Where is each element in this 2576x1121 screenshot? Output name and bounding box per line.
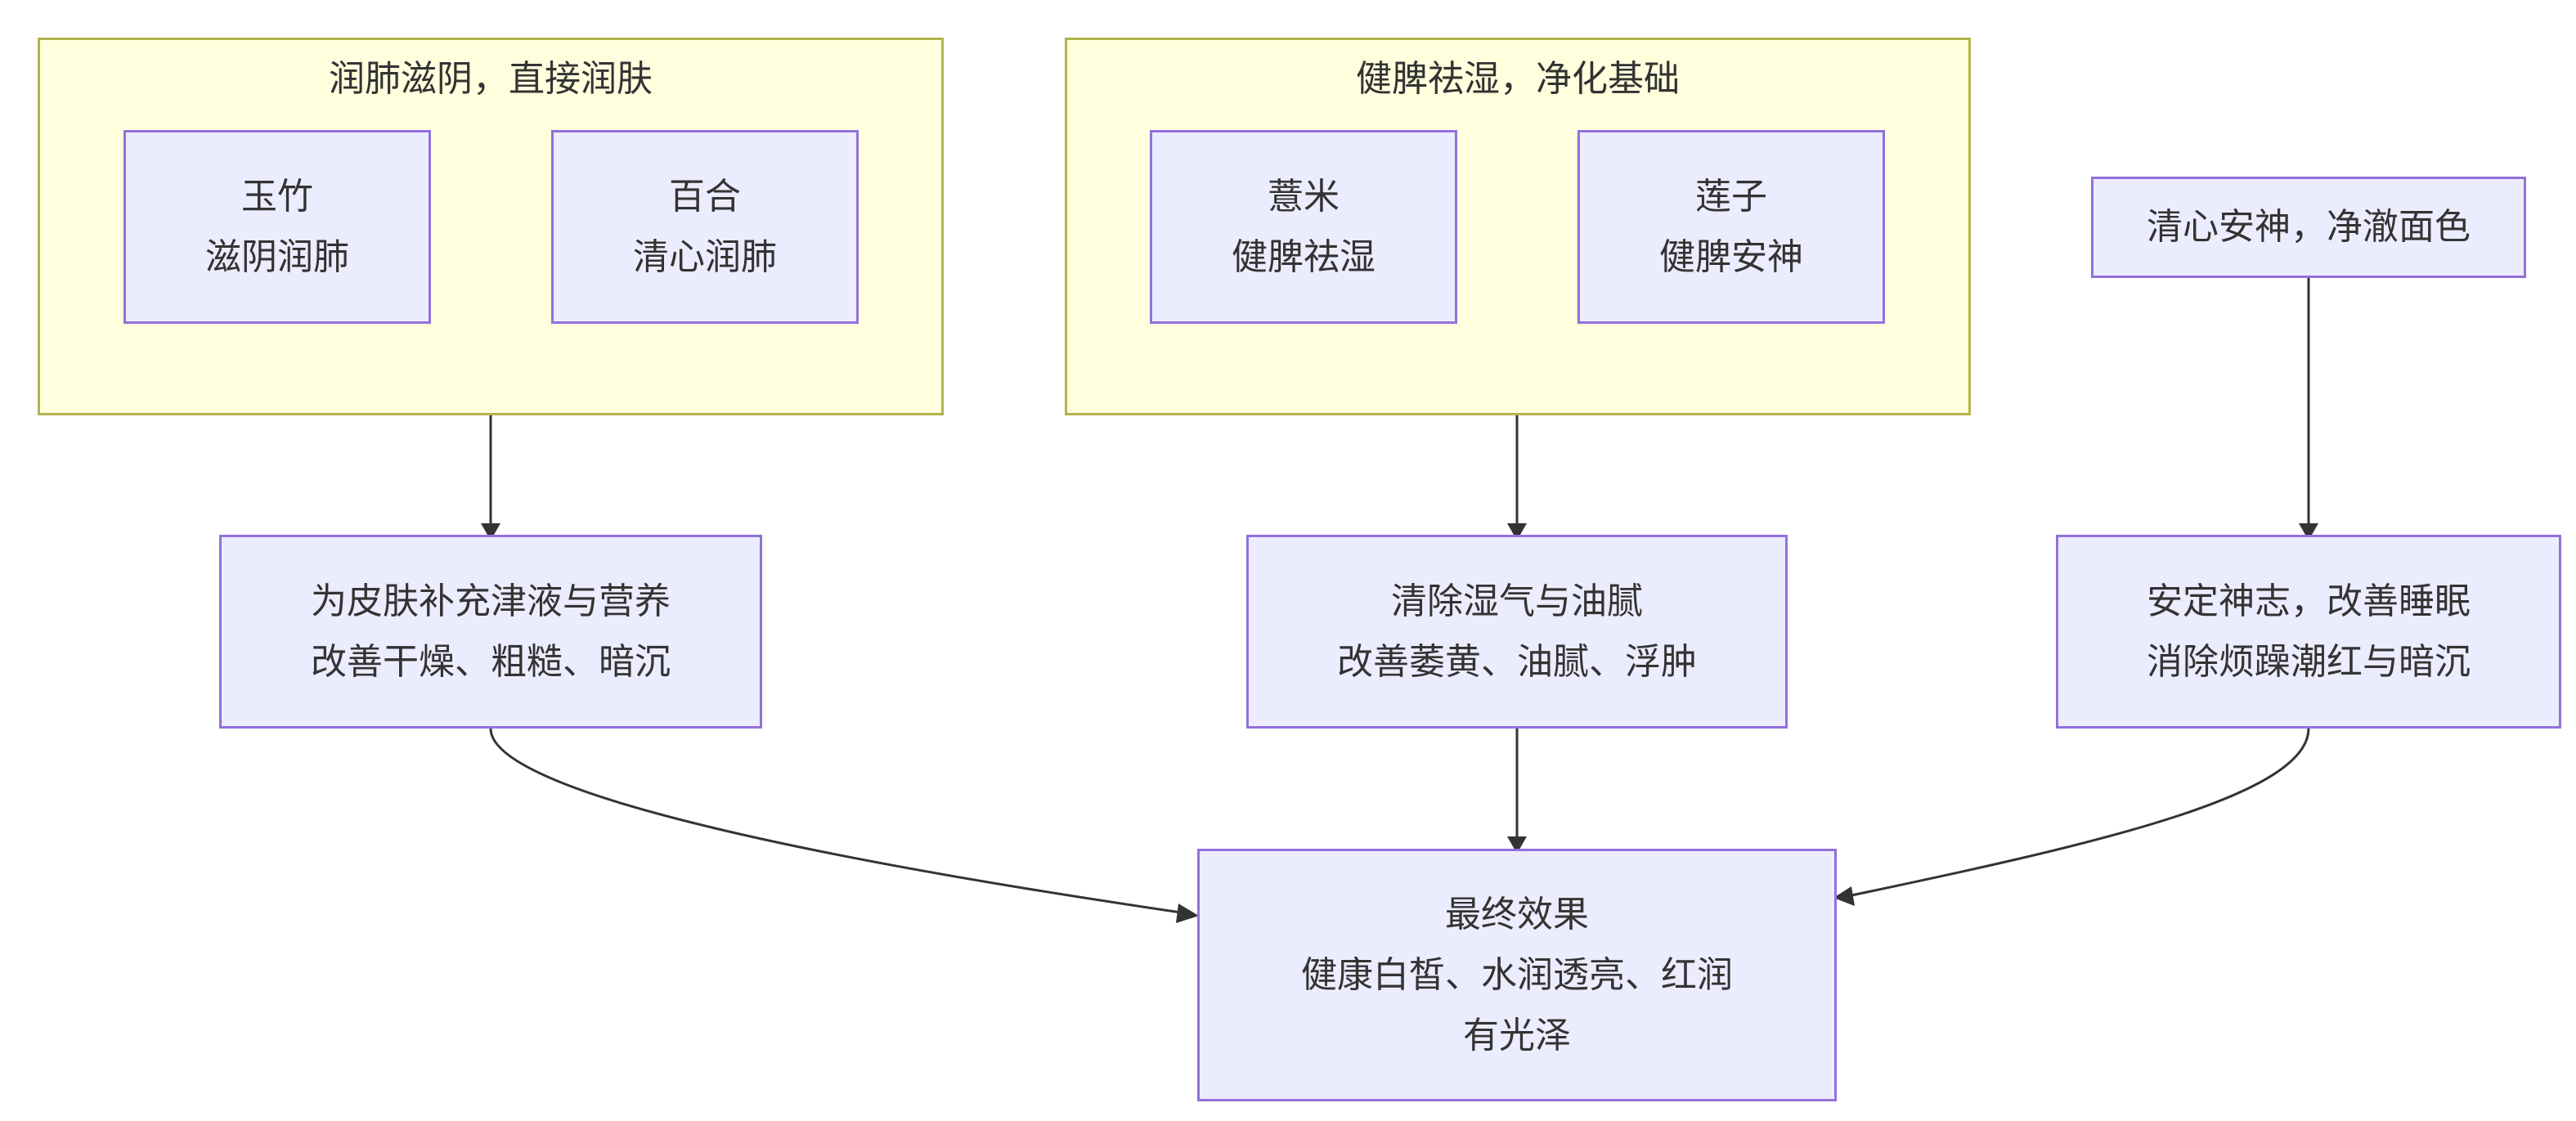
node-baihe-line-1: 百合 [669, 175, 741, 217]
arrowhead-result-right [1833, 886, 1855, 906]
arrowhead-cleanse [1507, 523, 1527, 540]
node-lianzi: 莲子 健脾安神 [1577, 130, 1885, 324]
arrowhead-sleep [2299, 523, 2318, 540]
node-hydrate-line-2: 改善干燥、粗糙、暗沉 [311, 640, 671, 683]
node-result-line-2: 健康白皙、水润透亮、红润 [1301, 953, 1733, 996]
node-cleanse-dampness: 清除湿气与油腻 改善萎黄、油腻、浮肿 [1246, 535, 1788, 729]
edge-hydrate-to-result [489, 728, 1193, 916]
node-cleanse-line-2: 改善萎黄、油腻、浮肿 [1337, 640, 1697, 683]
node-hydrate-skin: 为皮肤补充津液与营养 改善干燥、粗糙、暗沉 [219, 535, 762, 729]
node-yuzhu-line-1: 玉竹 [241, 175, 313, 217]
cluster-title-spleen: 健脾祛湿，净化基础 [1356, 58, 1680, 100]
edge-sleep-to-result [1839, 728, 2310, 899]
cluster-title-lung: 润肺滋阴，直接润肤 [329, 58, 653, 100]
node-hydrate-line-1: 为皮肤补充津液与营养 [311, 580, 671, 622]
node-baihe-line-2: 清心润肺 [633, 235, 777, 278]
node-yiyi-line-1: 薏米 [1268, 175, 1340, 217]
node-yuzhu: 玉竹 滋阴润肺 [123, 130, 431, 324]
node-yiyi: 薏米 健脾祛湿 [1150, 130, 1457, 324]
node-yiyi-line-2: 健脾祛湿 [1232, 235, 1376, 278]
node-lianzi-line-1: 莲子 [1695, 175, 1767, 217]
arrowhead-result-middle [1507, 836, 1527, 854]
arrowhead-hydrate [481, 523, 500, 540]
arrowhead-result-left [1176, 904, 1199, 923]
node-result-line-1: 最终效果 [1445, 893, 1589, 935]
node-result-line-3: 有光泽 [1463, 1014, 1571, 1056]
node-cleanse-line-1: 清除湿气与油腻 [1391, 580, 1643, 622]
node-calm-mind-line-1: 清心安神，净澈面色 [2147, 206, 2471, 248]
node-final-result: 最终效果 健康白皙、水润透亮、红润 有光泽 [1197, 849, 1837, 1101]
node-lianzi-line-2: 健脾安神 [1659, 235, 1803, 278]
node-sleep-line-1: 安定神志，改善睡眠 [2147, 580, 2471, 622]
node-calm-mind: 清心安神，净澈面色 [2091, 177, 2526, 278]
node-yuzhu-line-2: 滋阴润肺 [205, 235, 349, 278]
node-sleep-line-2: 消除烦躁潮红与暗沉 [2147, 640, 2471, 683]
node-settle-sleep: 安定神志，改善睡眠 消除烦躁潮红与暗沉 [2056, 535, 2561, 729]
node-baihe: 百合 清心润肺 [551, 130, 859, 324]
